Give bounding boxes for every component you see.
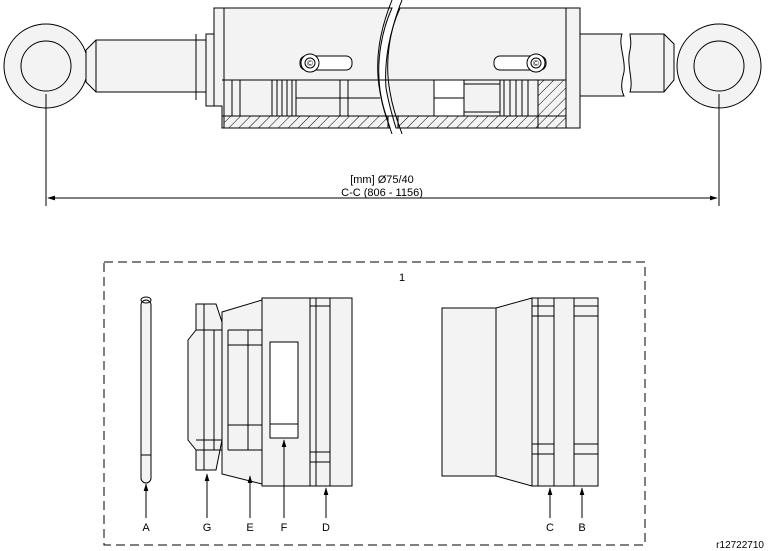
callout-f: F	[281, 522, 288, 534]
callout-b: B	[578, 522, 585, 534]
callout-a: A	[142, 522, 150, 534]
left-rod	[85, 33, 217, 107]
reference-code: r12722710	[716, 540, 764, 551]
piston-seal-set	[187, 297, 353, 487]
dimension-bore-rod: [mm] Ø75/40	[350, 174, 414, 186]
right-port: ©	[493, 53, 547, 73]
cylinder-barrel-right	[384, 7, 581, 129]
svg-text:©: ©	[533, 59, 539, 68]
svg-text:©: ©	[307, 59, 313, 68]
gland-seal-set	[441, 297, 599, 487]
cylinder-assembly: © ©	[3, 0, 762, 206]
callout-e: E	[246, 522, 253, 534]
left-port: ©	[299, 53, 353, 73]
break-line	[377, 0, 393, 135]
callout-d: D	[322, 522, 330, 534]
break-line	[387, 0, 403, 135]
right-rod	[579, 33, 675, 97]
callout-c: C	[546, 522, 554, 534]
callout-g: G	[203, 522, 212, 534]
kit-item-number: 1	[399, 272, 405, 284]
dimension-center-to-center: C-C (806 - 1156)	[341, 187, 423, 199]
seal-kit-frame	[103, 261, 646, 546]
seal-a-o-ring	[140, 296, 152, 484]
